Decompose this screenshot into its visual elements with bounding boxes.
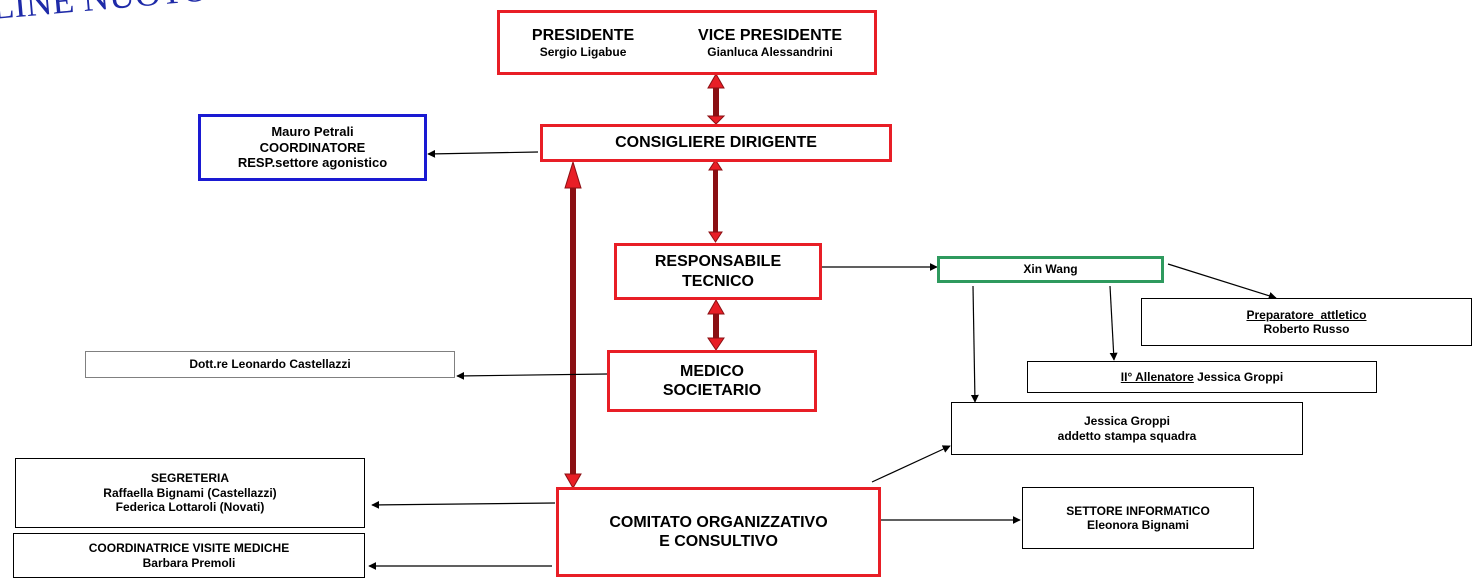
- coordinatore-sector: RESP.settore agonistico: [237, 155, 388, 171]
- visite-box: COORDINATRICE VISITE MEDICHE Barbara Pre…: [13, 533, 365, 578]
- segreteria-line2: Federica Lottaroli (Novati): [115, 500, 265, 515]
- dottore-name: Dott.re Leonardo Castellazzi: [189, 357, 351, 372]
- arrow-xinwang-to-allenatore: [1109, 285, 1118, 361]
- preparatore-name: Roberto Russo: [1263, 322, 1350, 336]
- informatico-box: SETTORE INFORMATICO Eleonora Bignami: [1022, 487, 1254, 549]
- arrow-xinwang-to-preparatore: [1167, 263, 1277, 300]
- arrow-comitato-to-stampa: [871, 445, 951, 483]
- consigliere-title: CONSIGLIERE DIRIGENTE: [615, 134, 817, 152]
- coordinatore-box: Mauro Petrali COORDINATORE RESP.settore …: [198, 114, 427, 181]
- presidente-title: PRESIDENTE: [531, 26, 635, 44]
- vice-presidente-title: VICE PRESIDENTE: [698, 26, 843, 44]
- addetto-stampa-role: addetto stampa squadra: [1057, 428, 1197, 443]
- responsabile-box: RESPONSABILE TECNICO: [614, 243, 822, 300]
- arrow-medico-to-dottore: [456, 371, 608, 380]
- consigliere-box: CONSIGLIERE DIRIGENTE: [540, 124, 892, 162]
- comitato-line2: E CONSULTIVO: [659, 533, 778, 550]
- arrow-xinwang-to-stampa: [970, 285, 979, 403]
- allenatore-box: II° Allenatore Jessica Groppi: [1027, 361, 1377, 393]
- xin-wang-name: Xin Wang: [1023, 262, 1078, 277]
- arrow-consigliere-to-coordinatore: [427, 149, 539, 158]
- visite-title: COORDINATRICE VISITE MEDICHE: [88, 541, 290, 556]
- double-arrow-consigliere-responsabile: [708, 159, 723, 243]
- segreteria-box: SEGRETERIA Raffaella Bignami (Castellazz…: [15, 458, 365, 528]
- comitato-line1: COMITATO ORGANIZZATIVO: [609, 513, 828, 531]
- presidente-name: Sergio Ligabue: [539, 44, 627, 59]
- double-arrow-responsabile-medico: [707, 298, 725, 351]
- allenatore-role: II° Allenatore: [1120, 369, 1194, 384]
- responsabile-line1: RESPONSABILE: [654, 253, 782, 271]
- coordinatore-name: Mauro Petrali: [271, 124, 354, 140]
- addetto-stampa-name: Jessica Groppi: [1083, 414, 1171, 429]
- coordinatore-role: COORDINATORE: [259, 139, 366, 155]
- informatico-name: Eleonora Bignami: [1086, 518, 1190, 532]
- presidente-box: PRESIDENTE Sergio Ligabue VICE PRESIDENT…: [497, 10, 877, 75]
- medico-box: MEDICO SOCIETARIO: [607, 350, 817, 412]
- double-arrow-consigliere-comitato: [564, 160, 582, 490]
- responsabile-line2: TECNICO: [682, 272, 754, 290]
- preparatore-role: Preparatore attletico: [1246, 307, 1367, 322]
- comitato-box: COMITATO ORGANIZZATIVO E CONSULTIVO: [556, 487, 881, 577]
- xin-wang-box: Xin Wang: [937, 256, 1164, 283]
- preparatore-box: Preparatore attletico Roberto Russo: [1141, 298, 1472, 346]
- dottore-box: Dott.re Leonardo Castellazzi: [85, 351, 455, 378]
- arrow-comitato-to-segreteria: [371, 500, 556, 509]
- medico-line1: MEDICO: [680, 362, 744, 380]
- allenatore-name: Jessica Groppi: [1193, 369, 1284, 384]
- informatico-title: SETTORE INFORMATICO: [1066, 503, 1210, 518]
- segreteria-line1: Raffaella Bignami (Castellazzi): [103, 485, 277, 500]
- vice-presidente-name: Gianluca Alessandrini: [707, 44, 833, 59]
- segreteria-title: SEGRETERIA: [150, 471, 229, 486]
- addetto-stampa-box: Jessica Groppi addetto stampa squadra: [951, 402, 1303, 455]
- medico-line2: SOCIETARIO: [662, 382, 762, 399]
- double-arrow-presidente-consigliere: [706, 72, 726, 125]
- visite-name: Barbara Premoli: [142, 555, 236, 570]
